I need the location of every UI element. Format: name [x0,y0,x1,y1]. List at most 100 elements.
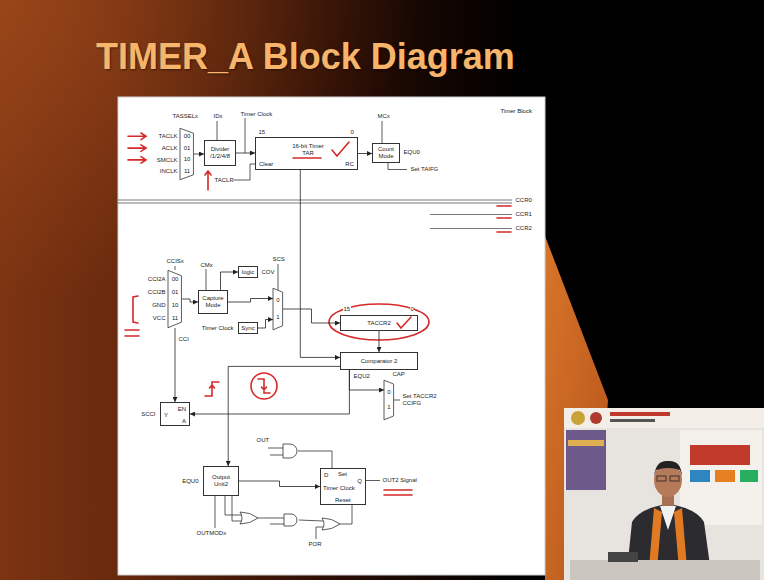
signal-label: SCS [272,256,285,263]
signal-label: EQU2 [353,373,370,380]
function-block: TACCR2 [340,315,418,331]
block-text: Clear [259,161,273,168]
poster-strip [568,440,604,446]
block-text: Comparator 2 [361,358,398,365]
poster [680,430,762,525]
function-block: logic [238,266,258,278]
signal-connector [175,328,176,402]
poster-block [740,470,758,482]
signal-label: Timer Clock [240,111,273,118]
block-text: Count Mode [375,146,397,160]
signal-connector [182,299,198,302]
signal-connector [258,320,273,329]
signal-connector [228,299,273,303]
wire [234,164,255,180]
block-text: TACCR2 [367,320,391,327]
signal-label: COV [261,269,275,276]
block-text: Reset [335,497,351,504]
wire [175,266,176,270]
signal-label: CCISx [166,258,184,265]
signal-connector [349,370,384,390]
annotation-falling-edge [258,379,270,393]
mux-input-number: 00 [184,133,191,140]
wire [217,121,218,140]
diagram-panel [118,97,545,575]
wire [258,518,284,519]
wire [270,455,283,456]
annotation-rising-edge [205,382,219,396]
presenter-video [564,408,764,580]
function-block: Sync [238,322,258,334]
signal-label: CCI [178,336,189,343]
annotation-arrow [128,157,146,164]
annotation-underline [497,206,511,232]
signal-connector [300,170,340,357]
signal-label: ACLK [161,145,178,152]
desk [570,560,760,580]
multiplexer: 00011011 [180,128,194,180]
mux-input-number: 11 [172,315,178,322]
mux-trapezoid [273,288,283,330]
wire [316,527,323,539]
wire [278,264,279,290]
presenter-shirt [660,506,676,530]
presenter-glasses [670,476,679,481]
banner-strip [610,412,670,416]
block-text: D [324,472,328,479]
signal-label: CCR0 [515,197,532,204]
mux-input-number: 01 [184,145,191,152]
signal-label: CCI2B [147,289,166,296]
signal-label: Set TACCR2 CCIFG [402,393,443,407]
signal-label: CAP [392,371,405,378]
mux-input-number: 0 [387,389,390,396]
signal-label: OUTMODx [196,530,227,537]
wire [270,524,284,525]
mux-outline [384,380,394,420]
mux-trapezoid [180,128,193,179]
and-gate [283,444,297,458]
annotation-underline [384,490,412,495]
signal-label: CCR2 [515,225,532,232]
signal-label: EQU0 [182,478,199,485]
function-block: Output Unit2 [203,466,239,496]
signal-label: SMCLK [156,157,178,164]
signal-connector [379,331,380,352]
signal-connector [358,153,372,154]
signal-label: Timer Block [500,108,532,115]
wire [388,163,407,170]
banner-strip [610,419,655,422]
ccr-bus-line [430,228,512,229]
block-text: Output Unit2 [206,474,236,488]
multiplexer: 00011011 [168,270,182,328]
signal-connector [221,272,239,290]
wire [215,496,216,528]
wire [268,448,283,449]
red-annotations [125,133,511,495]
signal-label: SCCI [141,411,156,418]
signal-label: 15 [343,306,351,313]
annotation-check [397,317,411,328]
function-block: Count Mode [372,143,400,163]
logo [571,411,585,425]
signal-label: POR [308,541,322,548]
wire [299,520,323,521]
signal-label: IDx [213,113,223,120]
mux-input-number: 1 [276,314,279,321]
signal-label: 15 [258,129,266,136]
wire [366,480,380,481]
annotation-marks [125,296,139,336]
mux-outline [273,288,283,330]
mux-trapezoid [384,380,394,420]
wire [225,496,242,515]
block-text: Y [164,412,168,419]
signal-label: OUT2 Signal [382,477,417,484]
signal-label: CCR1 [515,211,532,218]
signal-label: CCI2A [147,276,166,283]
signal-label: Timer Clock [201,325,234,332]
mux-input-number: 1 [387,404,390,411]
signal-label: GND [152,302,166,309]
poster [566,430,606,490]
